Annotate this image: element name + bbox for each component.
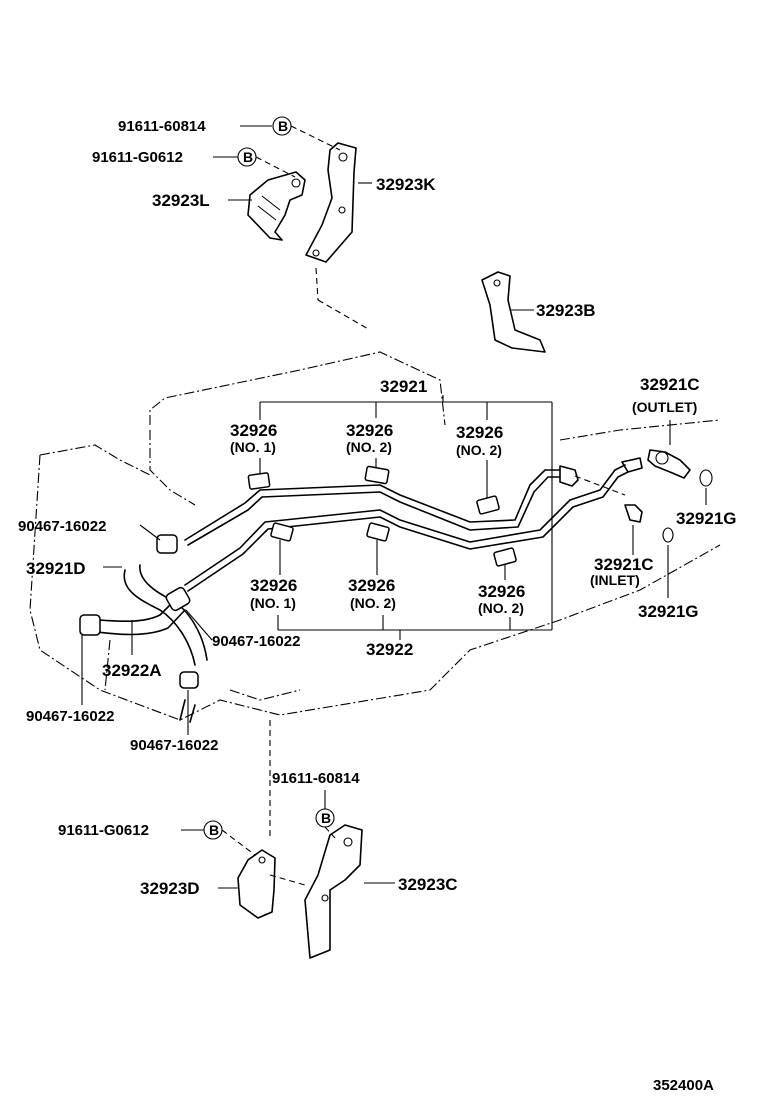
label-clamp-u1: 32926 — [230, 421, 277, 440]
bracket-32923D — [218, 849, 276, 919]
bracket-32923C — [304, 824, 395, 959]
label-gasket-1: 32921G — [676, 509, 737, 528]
label-hose-clip-4: 90467-16022 — [130, 737, 218, 754]
bracket-32923K — [305, 142, 357, 263]
reference-code: 352400A — [653, 1077, 714, 1094]
hoses — [94, 564, 208, 723]
label-bracket-32923l: 32923L — [152, 191, 210, 210]
bracket-32923L — [247, 171, 306, 241]
label-bolt-bottom-2: 91611-G0612 — [58, 822, 149, 839]
label-clamp-l3-no: (NO. 2) — [478, 600, 524, 616]
marker-b-3: B — [321, 810, 331, 826]
transmission-outline — [29, 351, 721, 721]
label-clamp-u1-no: (NO. 1) — [230, 439, 276, 455]
label-bolt-top-1: 91611-60814 — [118, 118, 206, 135]
bracket-32923B — [481, 271, 546, 353]
leaders-top — [213, 116, 534, 331]
label-outlet-union: 32921C — [640, 375, 700, 394]
label-hose-clip-2: 90467-16022 — [212, 633, 300, 650]
label-clamp-u3-no: (NO. 2) — [456, 442, 502, 458]
label-clamp-l2: 32926 — [348, 576, 395, 595]
label-clamp-l1-no: (NO. 1) — [250, 595, 296, 611]
label-clamp-u3: 32926 — [456, 423, 503, 442]
clamps-lower — [270, 522, 517, 580]
label-tube-32922: 32922 — [366, 640, 413, 659]
clamps-upper — [247, 458, 500, 515]
tube-32922 — [184, 464, 629, 592]
label-hose-clip-3: 90467-16022 — [26, 708, 114, 725]
marker-b-4: B — [209, 822, 219, 838]
marker-b-2: B — [243, 149, 253, 165]
label-bracket-32923d: 32923D — [140, 879, 200, 898]
leaders-bottom — [181, 720, 336, 886]
label-tube-32921: 32921 — [380, 377, 427, 396]
label-clamp-u2: 32926 — [346, 421, 393, 440]
tube-32921 — [184, 469, 561, 546]
group-brackets — [259, 395, 553, 640]
label-hose-a: 32922A — [102, 661, 162, 680]
unions — [559, 420, 713, 598]
label-gasket-2: 32921G — [638, 602, 699, 621]
hose-clips — [79, 524, 213, 735]
label-hose-d: 32921D — [26, 559, 86, 578]
label-bolt-bottom-1: 91611-60814 — [272, 770, 360, 787]
label-bracket-32923k: 32923K — [376, 175, 436, 194]
label-bracket-32923b: 32923B — [536, 301, 596, 320]
label-inlet: (INLET) — [590, 572, 640, 588]
label-clamp-l2-no: (NO. 2) — [350, 595, 396, 611]
labels: 91611-60814 B 91611-G0612 B 32923K 32923… — [18, 118, 737, 1094]
label-inlet-union: 32921C — [594, 555, 654, 574]
label-clamp-l3: 32926 — [478, 582, 525, 601]
label-outlet: (OUTLET) — [632, 399, 697, 415]
label-bracket-32923c: 32923C — [398, 875, 458, 894]
label-hose-clip-1: 90467-16022 — [18, 518, 106, 535]
label-bolt-top-2: 91611-G0612 — [92, 149, 183, 166]
label-clamp-u2-no: (NO. 2) — [346, 439, 392, 455]
marker-b-1: B — [278, 118, 288, 134]
label-clamp-l1: 32926 — [250, 576, 297, 595]
